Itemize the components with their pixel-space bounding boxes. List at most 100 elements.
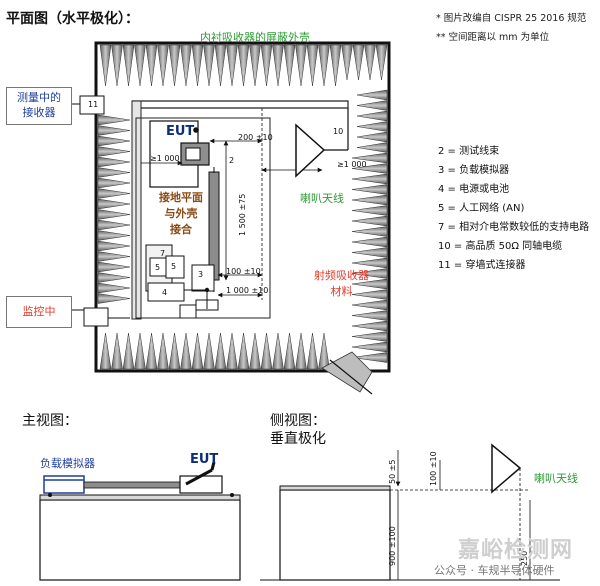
absorber-spike: [97, 146, 131, 157]
absorber-spike: [318, 332, 330, 370]
load-simulator-box: [191, 264, 215, 292]
absorber-spike: [97, 272, 131, 283]
absorber-spike: [145, 332, 158, 370]
absorber-spike: [351, 173, 388, 185]
dim-1000-right: ≥1 000: [337, 160, 367, 169]
absorber-spike: [168, 44, 181, 87]
watermark-source: 公众号 · 车规半导体硬件: [434, 564, 555, 577]
absorber-spike: [214, 332, 227, 370]
horn-antenna-label-plan: 喇叭天线: [300, 192, 344, 205]
absorber-spike: [97, 251, 131, 262]
num-10: 10: [333, 127, 344, 136]
absorber-spike: [97, 282, 131, 294]
front-view-title: 主视图：: [22, 413, 78, 429]
absorber-spike: [364, 44, 376, 81]
legend-item-10: 10 = 高品质 50Ω 同轴电缆: [438, 241, 563, 252]
absorber-spike: [214, 44, 227, 87]
dim-100: 100 ±10: [226, 267, 261, 276]
absorber-spike: [97, 188, 131, 199]
monitor-label: 监控中: [22, 305, 56, 318]
legend-item-4: 4 = 电源或电池: [438, 184, 510, 195]
absorber-spike: [375, 44, 388, 81]
absorber-spike: [260, 332, 273, 370]
absorber-spike: [237, 332, 250, 370]
absorber-spike: [351, 236, 388, 248]
absorber-spike: [272, 332, 284, 370]
absorber-spike: [97, 125, 131, 136]
absorber-spike: [351, 247, 388, 258]
absorber-spike: [351, 352, 388, 363]
absorber-spike: [97, 135, 131, 147]
monitor-box: 监控中: [6, 296, 72, 328]
side-view-title: 侧视图：: [270, 413, 326, 429]
absorber-spike: [237, 44, 250, 87]
absorber-spike: [351, 278, 388, 290]
absorber-spike: [97, 114, 131, 126]
dim-1000-top: ≥1 000: [150, 154, 180, 163]
absorber-spike: [351, 152, 388, 164]
receiver-label: 测量中的 接收器: [17, 91, 61, 119]
absorber-spike: [356, 142, 388, 153]
num-5b: 5: [171, 262, 177, 271]
absorber-spike: [249, 44, 261, 87]
absorber-spike: [97, 167, 131, 178]
absorber-spike: [351, 215, 388, 227]
absorber-spike: [111, 332, 123, 370]
absorber-spike: [99, 44, 112, 87]
legend-item-3: 3 = 负载模拟器: [438, 165, 510, 176]
front-eut-label: EUT: [190, 452, 219, 467]
absorber-spike: [180, 332, 192, 370]
side-dim-50: 50 ±5: [388, 459, 397, 484]
absorber-spike: [203, 44, 215, 87]
watermark-text: 嘉峪检测网: [458, 538, 574, 563]
absorber-spike: [356, 121, 388, 132]
absorber-spike: [99, 332, 112, 370]
absorber-spike: [260, 44, 273, 87]
ground-plane-table: [135, 117, 271, 319]
absorber-spike: [111, 44, 123, 87]
absorber-spike: [191, 44, 204, 87]
absorber-spike: [249, 332, 261, 370]
note-source: * 图片改编自 CISPR 25 2016 规范: [436, 13, 587, 24]
absorber-spike: [283, 332, 296, 370]
num-3: 3: [198, 270, 204, 279]
absorber-spike: [351, 205, 388, 216]
corner-absorber: [321, 351, 373, 393]
absorber-spike: [134, 44, 146, 87]
absorber-spike: [306, 332, 319, 370]
absorber-spike: [356, 131, 388, 143]
absorber-spike: [351, 299, 388, 311]
eut-label-plan: EUT: [166, 124, 195, 139]
legend-item-5: 5 = 人工网络 (AN): [438, 203, 525, 214]
absorber-spike: [352, 44, 365, 81]
absorber-spikes-left: [97, 114, 131, 304]
shielded-enclosure-wall: [94, 41, 391, 373]
absorber-spike: [295, 332, 307, 370]
absorber-spike: [351, 331, 388, 342]
legend-item-2: 2 = 测试线束: [438, 146, 500, 157]
absorber-spike: [329, 44, 342, 87]
absorber-spike: [283, 44, 296, 87]
absorber-spike: [122, 44, 135, 87]
absorber-spike: [356, 100, 388, 111]
absorber-spike: [272, 44, 284, 87]
dim-200: 200 ±10: [238, 133, 273, 142]
front-view-drawing: [39, 461, 241, 581]
absorber-spikes-top: [99, 44, 388, 87]
absorber-spike: [226, 332, 238, 370]
absorber-spike: [122, 332, 135, 370]
side-horn-antenna-label: 喇叭天线: [534, 472, 578, 485]
num-5a: 5: [155, 263, 161, 272]
absorber-spike: [351, 226, 388, 237]
absorber-spike: [351, 341, 388, 353]
absorber-spike: [168, 332, 181, 370]
absorber-spike: [97, 177, 131, 189]
absorber-material-label: 射频吸收器 材料: [314, 269, 369, 298]
absorber-spike: [351, 310, 388, 321]
bulkhead-connector: [79, 95, 105, 115]
absorber-spike: [97, 240, 131, 252]
absorber-spike: [351, 289, 388, 300]
absorber-spikes-right: [351, 89, 388, 363]
shield-enclosure-label: 内衬吸收器的屏蔽外壳: [200, 31, 310, 44]
absorber-spike: [351, 184, 388, 195]
